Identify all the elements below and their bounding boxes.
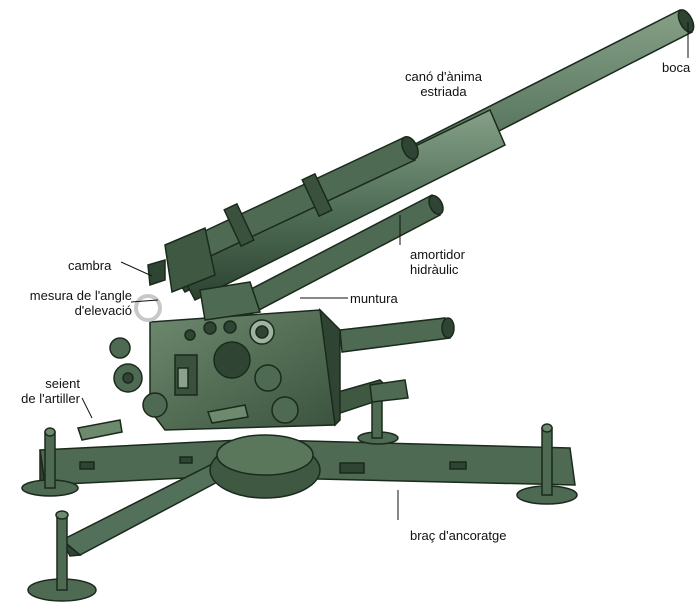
gunner-seats: [77, 404, 249, 441]
label-recoil: amortidor hidràulic: [410, 247, 465, 277]
label-mount: muntura: [350, 291, 398, 306]
label-outrigger: braç d'ancoratge: [410, 528, 507, 543]
label-seat: seient de l'artiller: [21, 376, 80, 406]
leader-lines: [81, 22, 689, 520]
carriage-mount: [109, 281, 455, 431]
leveling-feet: [21, 399, 578, 602]
label-elevation-gauge: mesura de l'angle d'elevació: [29, 288, 132, 318]
barrel-assembly: [147, 9, 695, 322]
label-barrel: canó d'ànima estriada: [405, 69, 482, 99]
label-breech: cambra: [68, 258, 112, 273]
label-muzzle: boca: [662, 60, 691, 75]
